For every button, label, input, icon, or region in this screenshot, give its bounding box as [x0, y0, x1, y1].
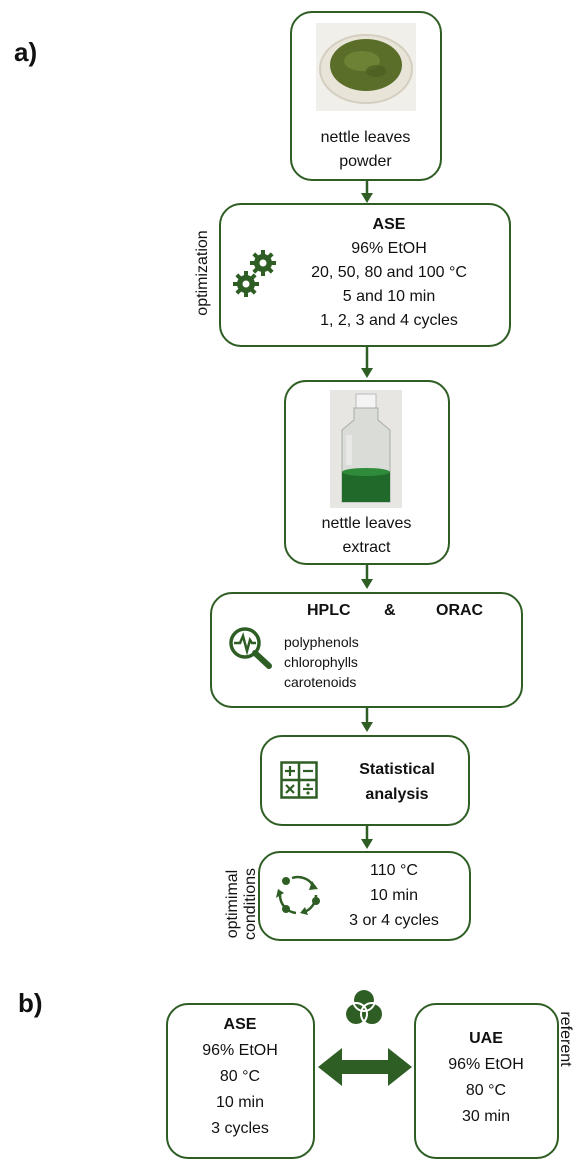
- box-ase-conditions: ASE 96% EtOH 80 °C 10 min 3 cycles: [166, 1003, 315, 1159]
- box-nettle-powder: nettle leaves powder: [290, 11, 442, 181]
- box5-line1: Statistical: [359, 761, 435, 778]
- box6-line3: 3 or 4 cycles: [349, 912, 439, 929]
- calculator-icon: [280, 761, 318, 799]
- box2-title: ASE: [372, 216, 406, 233]
- side-label-conditions-1: optimimal: [224, 869, 241, 939]
- extract-bottle-image: [330, 390, 402, 508]
- b-left-title: ASE: [223, 1016, 257, 1033]
- box1-line1: nettle leaves: [320, 129, 411, 146]
- panel-label-a: a): [14, 37, 38, 67]
- box-hplc-orac: HPLC & ORAC polyphenols chlorophylls car…: [210, 592, 523, 708]
- box4-amp: &: [384, 602, 396, 619]
- b-right-title: UAE: [469, 1030, 503, 1047]
- b-right-line3: 30 min: [461, 1108, 511, 1125]
- cycle-icon: [276, 875, 320, 915]
- box1-line2: powder: [339, 153, 392, 170]
- box2-line1: 96% EtOH: [351, 240, 427, 257]
- b-left-line1: 96% EtOH: [202, 1042, 278, 1059]
- gears-icon: [233, 250, 276, 297]
- box-statistical-analysis: Statistical analysis: [260, 735, 470, 826]
- b-right-line2: 80 °C: [465, 1082, 507, 1099]
- panel-label-b: b): [18, 988, 43, 1018]
- magnifier-pulse-icon: [229, 627, 272, 669]
- box6-line1: 110 °C: [370, 862, 418, 879]
- box2-line3: 5 and 10 min: [342, 288, 436, 305]
- side-label-referent: referent: [557, 1011, 574, 1067]
- b-left-line3: 10 min: [215, 1094, 265, 1111]
- venn-circles-icon: [344, 988, 384, 1026]
- box2-line4: 1, 2, 3 and 4 cycles: [320, 312, 458, 329]
- side-label-optimization: optimization: [194, 230, 211, 316]
- side-label-conditions-2: conditions: [242, 867, 259, 941]
- box-optimal-conditions: 110 °C 10 min 3 or 4 cycles: [258, 851, 471, 941]
- double-arrow: [318, 1048, 412, 1086]
- mortar-powder-image: [316, 23, 416, 111]
- box4-item-3: carotenoids: [284, 674, 357, 690]
- box-uae-conditions: UAE 96% EtOH 80 °C 30 min: [414, 1003, 559, 1159]
- side-label-conditions: optimimal conditions: [224, 849, 260, 959]
- box4-orac: ORAC: [436, 602, 484, 619]
- box-nettle-extract: nettle leaves extract: [284, 380, 450, 565]
- box3-line1: nettle leaves: [321, 515, 412, 532]
- box4-item-2: chlorophylls: [284, 654, 358, 670]
- box5-line2: analysis: [365, 786, 429, 803]
- box-ase-optimization: ASE 96% EtOH 20, 50, 80 and 100 °C 5 and…: [219, 203, 511, 347]
- b-left-line4: 3 cycles: [211, 1120, 269, 1137]
- box4-item-1: polyphenols: [284, 634, 359, 650]
- b-right-line1: 96% EtOH: [448, 1056, 524, 1073]
- box3-line2: extract: [342, 539, 391, 556]
- box6-line2: 10 min: [369, 887, 419, 904]
- box4-hplc: HPLC: [307, 602, 351, 619]
- box2-line2: 20, 50, 80 and 100 °C: [311, 264, 467, 281]
- b-left-line2: 80 °C: [219, 1068, 261, 1085]
